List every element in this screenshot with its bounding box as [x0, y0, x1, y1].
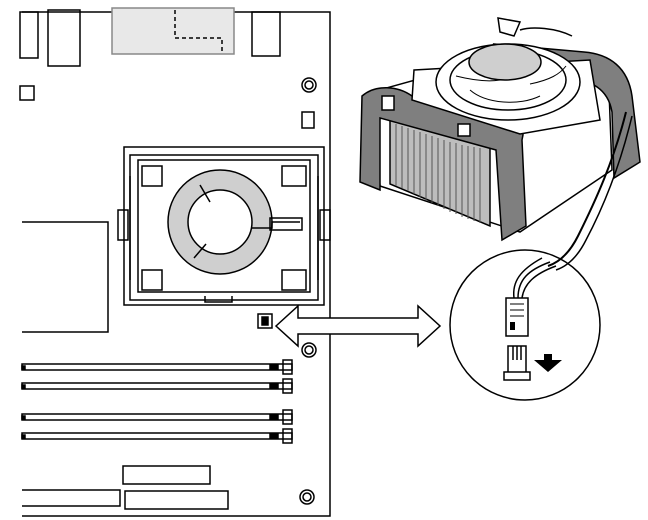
mounting-hole-mid-inner	[305, 346, 313, 354]
memory-slots	[22, 360, 292, 443]
mounting-hole-mid	[302, 343, 316, 357]
motherboard-edge	[22, 12, 330, 516]
fan-cable	[520, 28, 572, 36]
small-header	[20, 86, 34, 100]
mounting-hole-top	[302, 78, 316, 92]
bottom-connector-3	[22, 490, 120, 506]
fan-connector-detail	[450, 250, 600, 400]
bottom-connector-1	[123, 466, 210, 484]
cpu-fan-header-pin	[262, 317, 268, 325]
mounting-hole-bottom-inner	[303, 493, 311, 501]
mounting-hole-bottom	[300, 490, 314, 504]
io-connector-serial	[112, 8, 234, 54]
fan-hub	[469, 44, 541, 80]
bottom-connector-2	[125, 491, 228, 509]
io-connector-ps2	[20, 12, 38, 58]
chipset-block	[22, 222, 108, 332]
mounting-hole-top-inner	[305, 81, 313, 89]
connector-callout-arrow	[276, 306, 440, 346]
memory-slot-1	[22, 364, 292, 370]
io-connector-usb	[48, 10, 80, 66]
memory-slot-3	[22, 414, 292, 420]
heatsink-fan-assembly	[360, 18, 640, 270]
io-connector-audio	[252, 12, 280, 56]
memory-slot-2	[22, 383, 292, 389]
motherboard	[20, 8, 330, 516]
small-header-right	[302, 112, 314, 128]
memory-slot-4	[22, 433, 292, 439]
